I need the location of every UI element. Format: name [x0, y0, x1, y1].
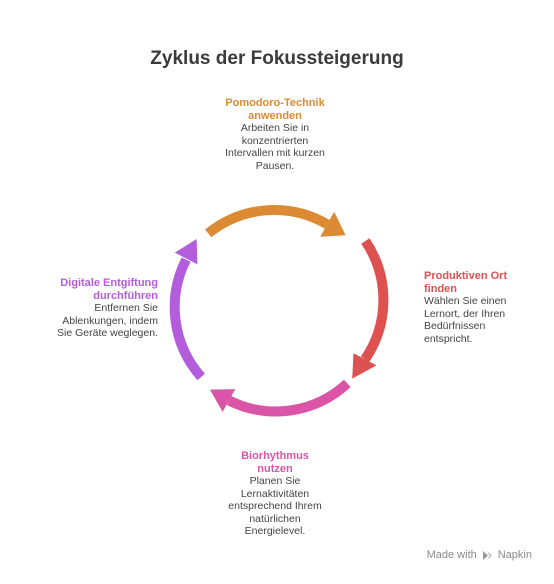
node-productive-place-desc-line4: entspricht. [424, 332, 473, 345]
node-digital-detox-desc-line2: Ablenkungen, indem [62, 314, 158, 327]
arrowhead-red [352, 353, 377, 379]
arc-red [360, 238, 389, 363]
node-productive-place: Produktiven Ort finden Wählen Sie einen … [424, 270, 534, 345]
node-biorhythm-desc-line4: natürlichen [249, 512, 301, 525]
node-pomodoro-heading-line1: Pomodoro-Technik [225, 97, 325, 109]
node-pomodoro-heading: Pomodoro-Technik anwenden [190, 97, 360, 122]
arrowhead-purple [174, 239, 198, 265]
arc-purple [169, 257, 205, 381]
node-digital-detox-heading-line2: durchführen [93, 289, 158, 302]
node-biorhythm: Biorhythmus nutzen Planen Sie Lernaktivi… [190, 450, 360, 538]
node-digital-detox: Digitale Entgiftung durchführen Entferne… [16, 277, 158, 340]
node-pomodoro-desc-line3: Intervallen mit kurzen [225, 147, 325, 159]
node-digital-detox-desc-line1: Entfernen Sie [94, 302, 158, 314]
node-pomodoro-desc-line1: Arbeiten Sie in [240, 122, 310, 134]
made-with-label: Made with [426, 549, 477, 561]
arc-orange [205, 205, 330, 238]
node-biorhythm-heading-line1: Biorhythmus [241, 450, 309, 462]
node-biorhythm-desc-line5: Energielevel. [244, 525, 306, 537]
node-biorhythm-description: Planen Sie Lernaktivitäten entsprechend … [190, 475, 360, 538]
node-pomodoro-heading-line2: anwenden [248, 109, 302, 122]
diagram-title: Zyklus der Fokussteigerung [150, 48, 404, 69]
node-productive-place-desc-line1: Wählen Sie einen [424, 295, 507, 307]
arrowhead-orange [320, 211, 346, 237]
node-productive-place-desc-line2: Lernort, der Ihren [424, 307, 506, 320]
node-biorhythm-heading-line2: nutzen [257, 462, 293, 475]
node-digital-detox-heading: Digitale Entgiftung durchführen [16, 277, 158, 302]
node-productive-place-heading: Produktiven Ort finden [424, 270, 534, 295]
node-productive-place-description: Wählen Sie einen Lernort, der Ihren Bedü… [424, 295, 534, 345]
node-digital-detox-desc-line3: Sie Geräte weglegen. [57, 327, 158, 339]
node-pomodoro-description: Arbeiten Sie in konzentrierten Intervall… [190, 122, 360, 172]
node-biorhythm-desc-line1: Planen Sie [249, 475, 301, 487]
arc-pink [226, 379, 351, 417]
node-biorhythm-desc-line2: Lernaktivitäten [240, 487, 310, 500]
node-productive-place-heading-line2: finden [424, 282, 457, 295]
made-with-napkin-footer[interactable]: Made with Napkin [427, 549, 532, 561]
node-pomodoro-desc-line2: konzentrierten [241, 134, 309, 147]
node-biorhythm-desc-line3: entsprechend Ihrem [228, 500, 322, 512]
node-biorhythm-heading: Biorhythmus nutzen [190, 450, 360, 475]
node-digital-detox-description: Entfernen Sie Ablenkungen, indem Sie Ger… [16, 302, 158, 340]
node-digital-detox-heading-line1: Digitale Entgiftung [60, 277, 158, 289]
node-productive-place-heading-line1: Produktiven Ort [424, 270, 508, 282]
node-pomodoro: Pomodoro-Technik anwenden Arbeiten Sie i… [190, 97, 360, 172]
arrowhead-pink [209, 389, 236, 412]
node-productive-place-desc-line3: Bedürfnissen [424, 320, 486, 332]
node-pomodoro-desc-line4: Pausen. [255, 159, 295, 172]
napkin-brand-label: Napkin [497, 549, 532, 561]
napkin-logo-icon [482, 550, 493, 561]
